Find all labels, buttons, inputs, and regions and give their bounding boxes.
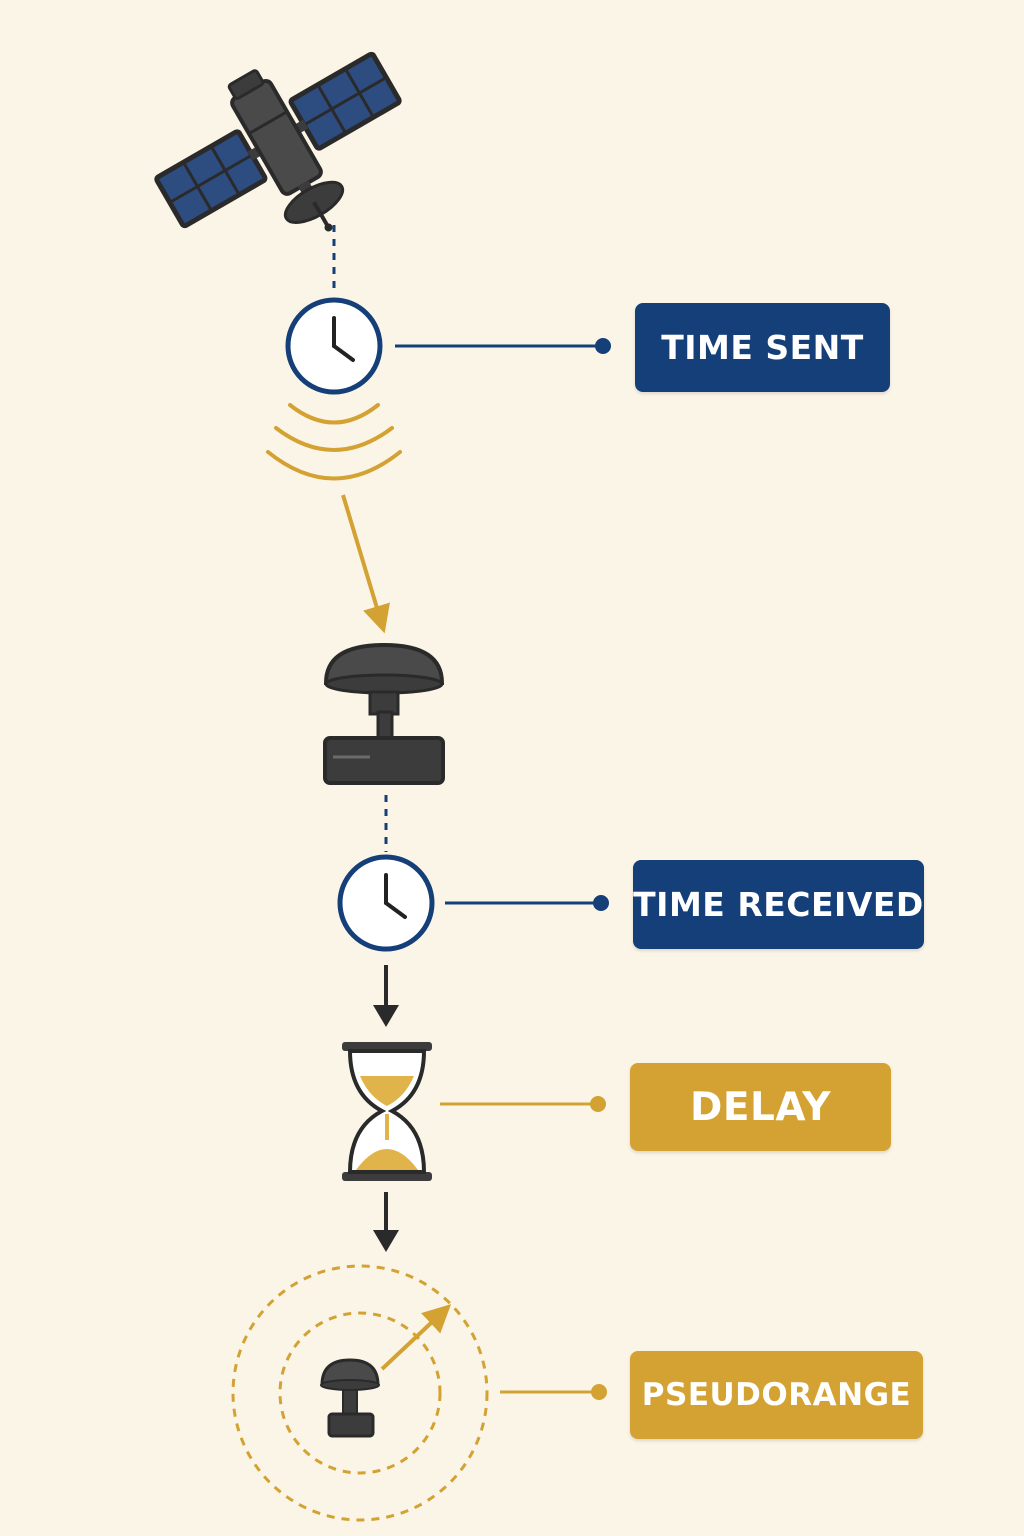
gps-antenna-icon <box>323 642 445 785</box>
hourglass-icon <box>342 1042 432 1181</box>
arrow-down-icon <box>373 965 399 1027</box>
pseudorange-label: PSEUDORANGE <box>630 1351 923 1439</box>
satellite-icon <box>154 51 402 232</box>
time-sent-connector <box>395 338 611 354</box>
pseudorange-connector <box>500 1384 607 1400</box>
gps-antenna-icon <box>320 1358 380 1438</box>
time-sent-label: TIME SENT <box>635 303 890 392</box>
signal-arrow <box>341 494 390 634</box>
time-received-label: TIME RECEIVED <box>633 860 924 949</box>
delay-label: DELAY <box>630 1063 891 1151</box>
delay-connector <box>440 1096 606 1112</box>
signal-wave-icon <box>266 403 402 481</box>
range-arrow <box>380 1304 452 1371</box>
range-circle-icon <box>231 1264 489 1522</box>
clock-icon <box>285 297 383 395</box>
arrow-down-icon <box>373 1192 399 1252</box>
clock-icon <box>337 854 435 952</box>
time-received-connector <box>445 895 609 911</box>
